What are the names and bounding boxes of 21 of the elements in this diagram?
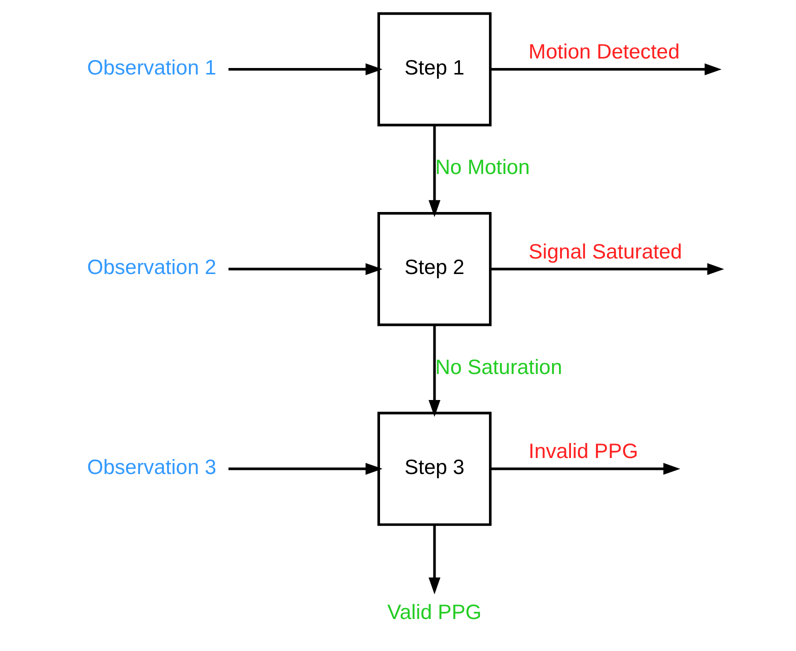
node-box: Step 3: [376, 412, 492, 526]
node-text: Observation 3: [86, 456, 216, 479]
arrow: [228, 462, 382, 475]
edge-label: No Motion: [434, 156, 530, 180]
edge-label: Signal Saturated: [528, 240, 682, 264]
node-box: Step 1: [376, 12, 492, 126]
node-text: Valid PPG: [386, 601, 482, 624]
arrow: [490, 263, 724, 275]
arrow: [490, 462, 680, 475]
arrow: [428, 325, 440, 417]
edge-label: Invalid PPG: [528, 440, 638, 464]
arrow: [428, 524, 440, 594]
node-text: Observation 2: [86, 256, 216, 280]
arrow: [228, 63, 382, 76]
arrow: [490, 63, 722, 76]
arrow: [428, 126, 440, 218]
node-text: Observation 1: [86, 56, 216, 80]
arrow: [228, 263, 382, 275]
edge-label: No Saturation: [434, 356, 562, 379]
edge-label: Motion Detected: [528, 40, 680, 64]
node-box: Step 2: [376, 212, 492, 326]
